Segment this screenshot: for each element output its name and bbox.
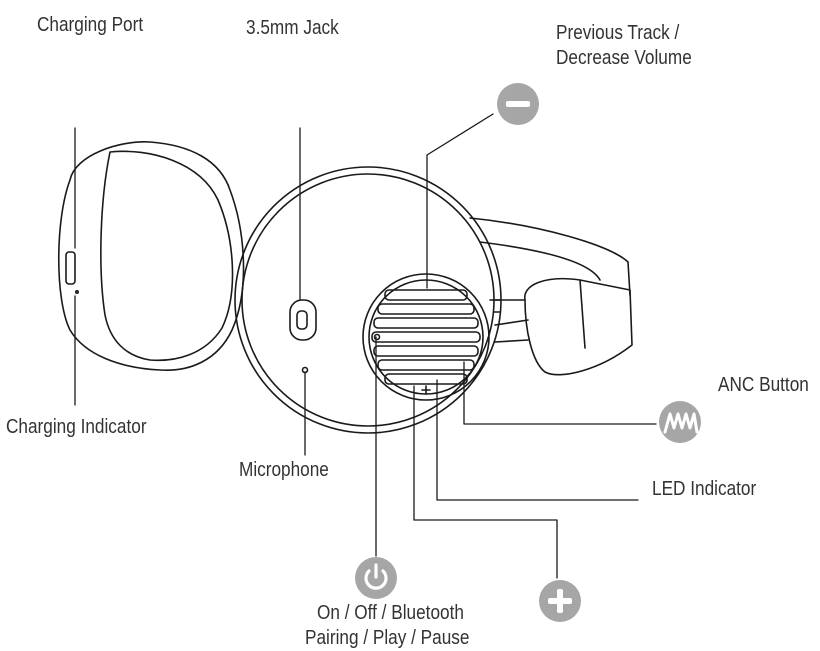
- prev-track-line: [426, 113, 494, 289]
- power-label-line1: On / Off / Bluetooth: [317, 602, 464, 624]
- led-indicator-label: LED Indicator: [652, 478, 757, 500]
- plus-line: [413, 385, 558, 579]
- anc-line: [463, 361, 657, 425]
- plus-icon: [539, 580, 581, 622]
- minus-icon: [497, 83, 539, 125]
- prev-track-label-line1: Previous Track /: [556, 22, 680, 44]
- charging-port-label: Charging Port: [37, 14, 144, 36]
- headband: [469, 217, 631, 296]
- power-label-line2: Pairing / Play / Pause: [305, 627, 470, 649]
- prev-track-label-line2: Decrease Volume: [556, 47, 692, 69]
- charging-indicator-dot: [75, 289, 80, 294]
- control-panel: [362, 273, 490, 401]
- jack-socket: [289, 299, 317, 341]
- led-line: [436, 379, 639, 501]
- right-ear-cup: [489, 277, 633, 376]
- jack-label: 3.5mm Jack: [246, 17, 339, 39]
- charging-port-slot: [65, 251, 76, 285]
- callout-lines: [74, 113, 657, 579]
- charging-indicator-label: Charging Indicator: [6, 416, 147, 438]
- anc-wave-icon: [659, 401, 701, 443]
- left-ear-cup: [234, 166, 502, 434]
- left-cushion: [58, 141, 245, 371]
- microphone-label: Microphone: [239, 459, 329, 481]
- power-icon: [355, 557, 397, 599]
- anc-button-label: ANC Button: [718, 374, 809, 396]
